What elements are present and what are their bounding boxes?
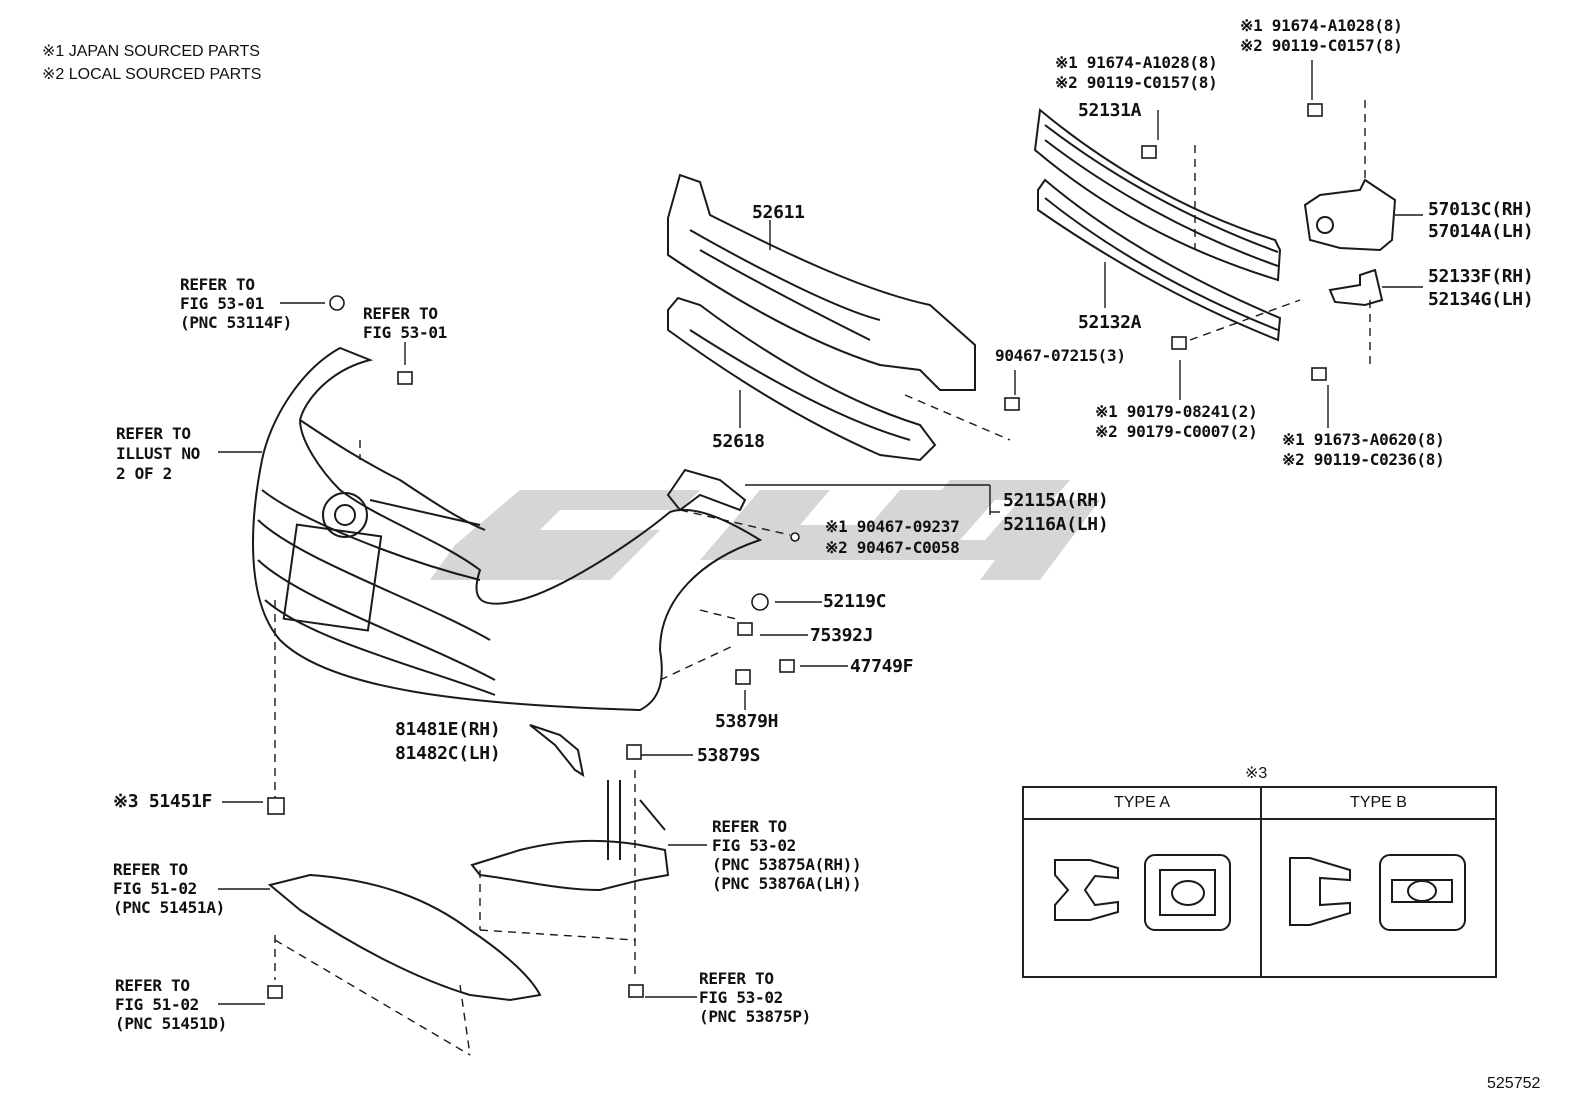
callout-52115A: 52115A(RH)	[1003, 490, 1109, 511]
callout-52131A: 52131A	[1078, 100, 1142, 121]
callout-51451F: ※3 51451F	[113, 791, 213, 812]
ref-51451D-3: (PNC 51451D)	[115, 1014, 227, 1033]
ref-51451A-2: FIG 51-02	[113, 879, 197, 898]
ref-53875A-3: (PNC 53875A(RH))	[712, 855, 862, 874]
ref-53875P-2: FIG 53-02	[699, 988, 783, 1007]
ref-53875A-2: FIG 53-02	[712, 836, 796, 855]
callout-52133F: 52133F(RH)	[1428, 266, 1534, 287]
type-b-header: TYPE B	[1262, 788, 1495, 820]
diagram-id: 525752	[1487, 1075, 1541, 1092]
callout-52611: 52611	[752, 202, 805, 223]
absorber-52618	[667, 296, 937, 462]
callout-90467-07215: 90467-07215(3)	[995, 346, 1126, 365]
ref-illust-3: 2 OF 2	[116, 464, 172, 483]
callout-57013C: 57013C(RH)	[1428, 199, 1534, 220]
ref-53114F-1: REFER TO	[180, 275, 255, 294]
ref-illust-2: ILLUST NO	[116, 444, 200, 463]
type-divider	[1260, 788, 1262, 976]
callout-52132A: 52132A	[1078, 312, 1142, 333]
under-cover-51451A	[267, 873, 542, 1002]
ref-53114F-3: (PNC 53114F)	[180, 313, 292, 332]
callout-81481E: 81481E(RH)	[395, 719, 501, 740]
callout-91674-mid-2: ※2 90119-C0157(8)	[1055, 73, 1218, 92]
callout-90467-09237: ※1 90467-09237	[825, 517, 960, 536]
type-a-header: TYPE A	[1024, 788, 1260, 820]
ref-53875P-3: (PNC 53875P)	[699, 1007, 811, 1026]
ref-51451D-1: REFER TO	[115, 976, 190, 995]
beam-52131A	[1033, 108, 1282, 282]
ref-53875P-1: REFER TO	[699, 969, 774, 988]
callout-47749F: 47749F	[850, 656, 914, 677]
callout-90179-2: ※2 90179-C0007(2)	[1095, 422, 1258, 441]
callout-52134G: 52134G(LH)	[1428, 289, 1534, 310]
under-cover-53875A	[470, 839, 670, 892]
ref-illust-1: REFER TO	[116, 424, 191, 443]
callout-91673-1: ※1 91673-A0620(8)	[1282, 430, 1445, 449]
clip-type-table: TYPE A TYPE B	[1022, 786, 1497, 978]
callout-57014A: 57014A(LH)	[1428, 221, 1534, 242]
callout-91674-mid-1: ※1 91674-A1028(8)	[1055, 53, 1218, 72]
ref-51451D-2: FIG 51-02	[115, 995, 199, 1014]
beam-52132A	[1037, 178, 1282, 342]
note-japan-sourced: ※1 JAPAN SOURCED PARTS	[42, 43, 260, 60]
callout-91674-top-2: ※2 90119-C0157(8)	[1240, 36, 1403, 55]
callout-52116A: 52116A(LH)	[1003, 514, 1109, 535]
callout-52618: 52618	[712, 431, 765, 452]
retainer-52115A	[666, 468, 747, 512]
callout-53879H: 53879H	[715, 711, 779, 732]
callout-91673-2: ※2 90119-C0236(8)	[1282, 450, 1445, 469]
callout-91674-top-1: ※1 91674-A1028(8)	[1240, 16, 1403, 35]
callout-75392J: 75392J	[810, 625, 874, 646]
callout-81482C: 81482C(LH)	[395, 743, 501, 764]
ref-53875A-1: REFER TO	[712, 817, 787, 836]
ref-fig5301-2: FIG 53-01	[363, 323, 447, 342]
bracket-52133F	[1328, 268, 1384, 307]
callout-90467-C0058: ※2 90467-C0058	[825, 538, 960, 557]
ref-51451A-3: (PNC 51451A)	[113, 898, 225, 917]
ref-51451A-1: REFER TO	[113, 860, 188, 879]
ref-53875A-4: (PNC 53876A(LH))	[712, 874, 862, 893]
callout-53879S: 53879S	[697, 745, 761, 766]
callout-90179-1: ※1 90179-08241(2)	[1095, 402, 1258, 421]
ref-fig5301-1: REFER TO	[363, 304, 438, 323]
note-local-sourced: ※2 LOCAL SOURCED PARTS	[42, 66, 262, 83]
callout-52119C: 52119C	[823, 591, 887, 612]
bumper-cover	[252, 346, 763, 712]
ref-53114F-2: FIG 53-01	[180, 294, 264, 313]
bracket-57013C	[1303, 178, 1397, 252]
typebox-mark: ※3	[1245, 765, 1268, 782]
reinforcement-52611	[667, 173, 976, 391]
